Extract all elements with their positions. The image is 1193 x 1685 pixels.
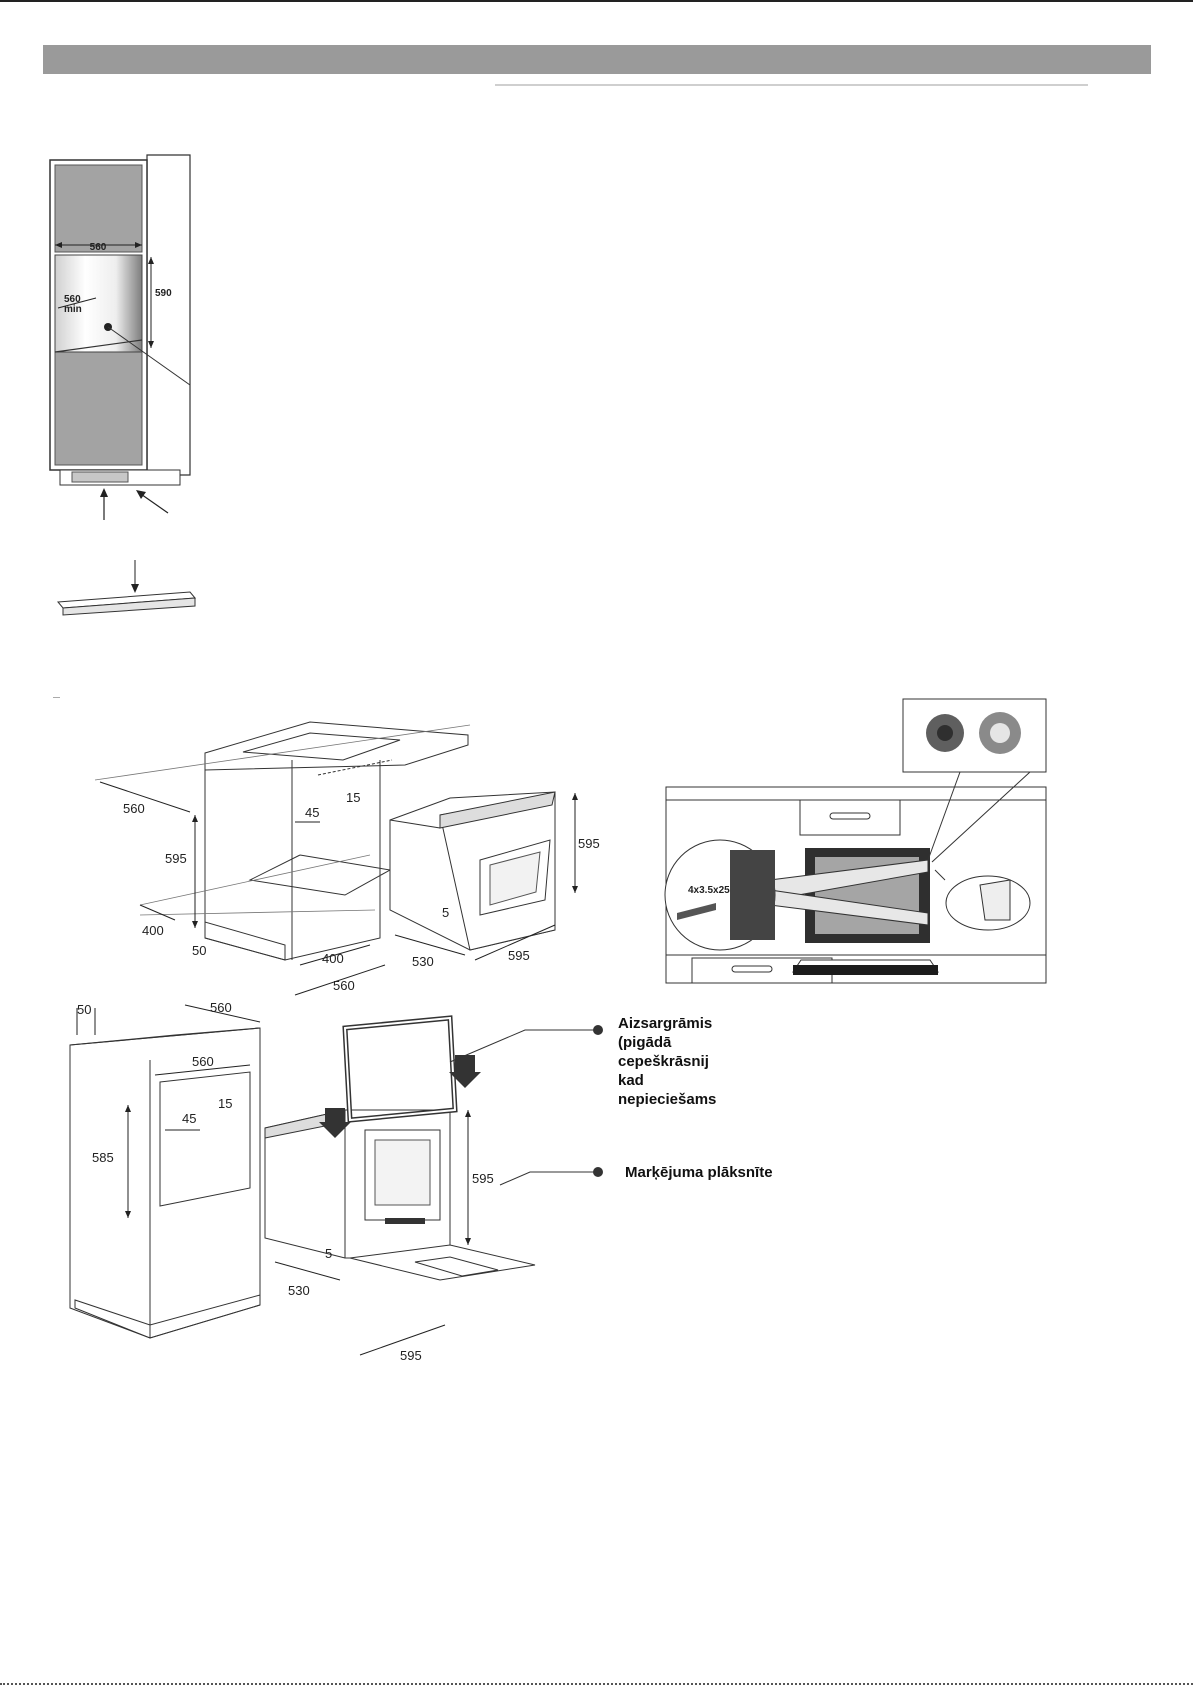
- tall-side-gap-label: 45: [182, 1111, 196, 1126]
- rating-plate-callout: Marķējuma plāksnīte: [625, 1164, 773, 1181]
- guard-callout-line1: Aizsargrāmis: [618, 1015, 712, 1032]
- guard-callout-line3: cepeškrāsnij: [618, 1053, 709, 1070]
- tall-back-gap-label: 50: [77, 1002, 91, 1017]
- guard-callout-line2: (pigādā: [618, 1034, 672, 1051]
- tall-oven-width-label: 595: [400, 1348, 422, 1363]
- tall-top-gap-label: 15: [218, 1096, 232, 1111]
- tall-oven-depth-label: 530: [288, 1283, 310, 1298]
- tall-height-label: 585: [92, 1150, 114, 1165]
- tall-width-label: 560: [192, 1054, 214, 1069]
- guard-callout-dot-icon: [593, 1025, 603, 1035]
- tall-depth-label: 560: [210, 1000, 232, 1015]
- tall-oven-height-label: 595: [472, 1171, 494, 1186]
- guard-callout-line5: nepieciešams: [618, 1091, 716, 1108]
- plate-callout-dot-icon: [593, 1167, 603, 1177]
- guard-callout-line4: kad: [618, 1072, 644, 1089]
- tall-oven-bottom-gap-label: 5: [325, 1246, 332, 1261]
